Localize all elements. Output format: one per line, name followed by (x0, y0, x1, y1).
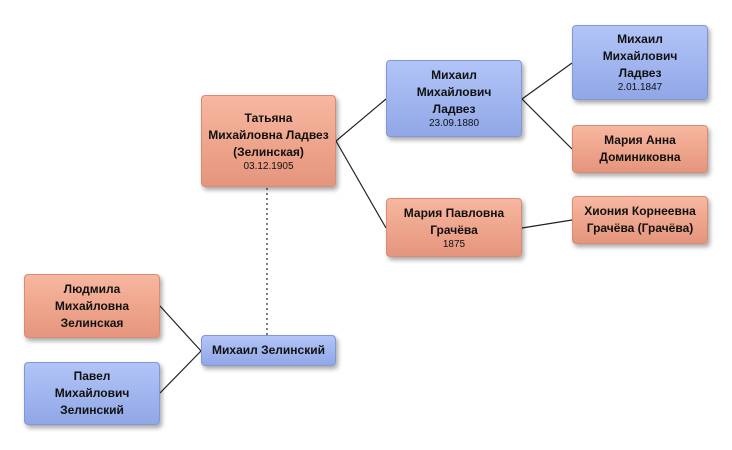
connector-father-to-grandmother (521, 98, 573, 150)
connector-father-to-grandfather (521, 62, 573, 100)
person-name: Татьяна Михайловна Ладвез (Зелинская) (208, 110, 329, 159)
connector-tatyana-to-mother (335, 140, 387, 229)
person-node-mikhail-father[interactable]: Михаил Михайлович Ладвез 23.09.1880 (386, 60, 522, 137)
person-node-khioniya[interactable]: Хиония Корнеевна Грачёва (Грачёва) (572, 196, 708, 244)
person-date: 23.09.1880 (428, 118, 480, 129)
person-node-maria-anna[interactable]: Мария Анна Доминиковна (572, 125, 708, 173)
person-name: Мария Анна Доминиковна (599, 133, 681, 164)
person-date: 1875 (442, 238, 466, 250)
person-node-mikhail-grandfather[interactable]: Михаил Михайлович Ладвез 2.01.1847 (572, 25, 708, 100)
person-node-mikhail-zelinsky[interactable]: Михаил Зелинский (201, 335, 336, 366)
person-name: Михаил Зелинский (212, 343, 325, 357)
person-node-maria-pavlovna[interactable]: Мария Павловна Грачёва 1875 (386, 198, 522, 257)
connector-tatyana-to-father (335, 98, 387, 142)
connector-mother-to-khioniya (521, 219, 573, 229)
person-name: Мария Павловна Грачёва (403, 205, 505, 237)
connector-lyudmila-to-mikhail (159, 305, 202, 352)
person-name: Хиония Корнеевна Грачёва (Грачёва) (584, 204, 696, 235)
connector-pavel-to-mikhail (159, 350, 202, 394)
person-name: Михаил Михайлович Ладвез (602, 32, 678, 80)
person-name: Михаил Михайлович Ладвез (416, 68, 492, 116)
person-node-tatyana[interactable]: Татьяна Михайловна Ладвез (Зелинская) 03… (201, 95, 336, 187)
person-date: 2.01.1847 (617, 82, 663, 93)
person-date: 03.12.1905 (243, 160, 294, 172)
person-node-lyudmila[interactable]: Людмила Михайловна Зелинская (24, 274, 160, 338)
person-name: Павел Михайлович Зелинский (54, 369, 130, 417)
person-name: Людмила Михайловна Зелинская (54, 281, 130, 330)
person-node-pavel[interactable]: Павел Михайлович Зелинский (24, 362, 160, 425)
